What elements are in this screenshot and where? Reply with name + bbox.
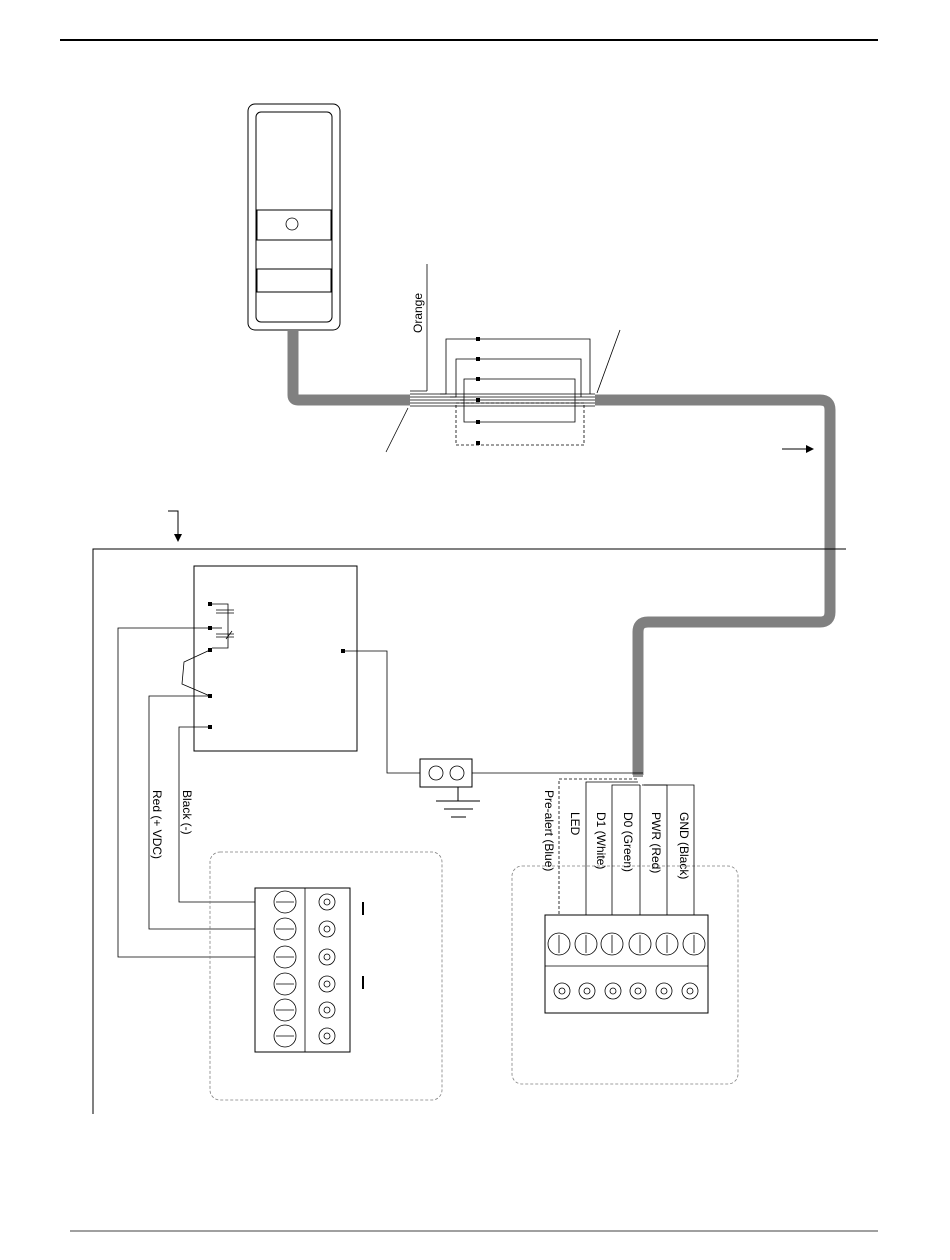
splice-points: [476, 337, 480, 445]
arrow-right-icon: [782, 445, 814, 453]
reader-terminal-block: [545, 915, 708, 1013]
power-terminal-block: [255, 888, 363, 1052]
label-red-vdc: Red (+ VDC): [150, 790, 164, 859]
label-pre-alert: Pre-alert (Blue): [542, 790, 556, 871]
label-black-neg: Black (-): [180, 790, 194, 835]
splice-wires: [410, 264, 595, 422]
reader-label-window: [257, 269, 331, 292]
leader-line-left: [386, 408, 408, 452]
label-orange: Orange: [411, 293, 425, 333]
label-d0: D0 (Green): [621, 812, 635, 872]
reader-led-icon: [286, 218, 298, 230]
relay-module: [182, 566, 357, 751]
label-pwr: PWR (Red): [649, 812, 663, 873]
arrow-down-icon: [168, 511, 182, 542]
splice-shield-box: [456, 403, 584, 445]
label-led: LED: [568, 812, 582, 836]
label-d1: D1 (White): [594, 812, 608, 869]
ground-connector: [420, 759, 472, 787]
label-gnd: GND (Black): [677, 812, 691, 879]
card-reader: [248, 104, 340, 330]
leader-line-right: [597, 330, 620, 393]
ground-icon: [436, 787, 480, 817]
